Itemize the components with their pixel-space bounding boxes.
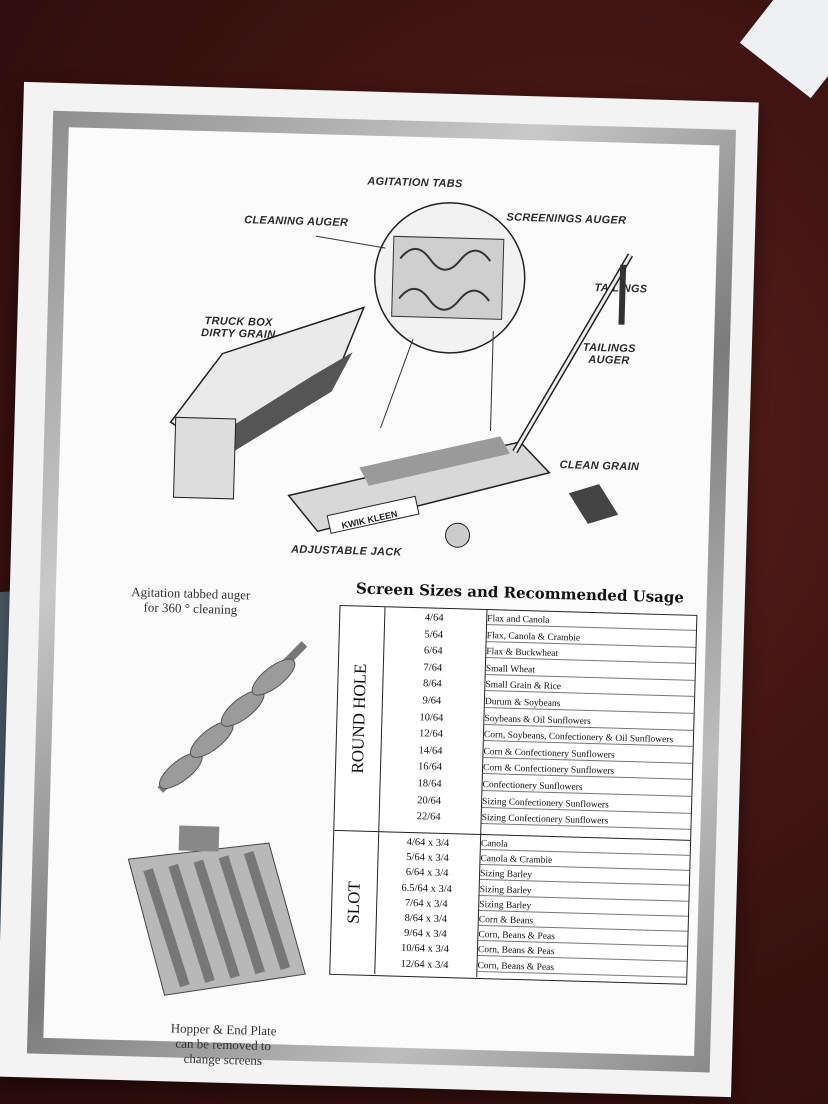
brochure-sheet: AGITATION TABS CLEANING AUGER SCREENINGS… — [0, 81, 759, 1098]
screen-size: 18/64 — [417, 778, 442, 790]
screen-size: 7/64 — [423, 662, 443, 674]
screen-size: 9/64 — [422, 695, 442, 707]
slot-side-label: SLOT — [330, 830, 380, 975]
recommended-usage: Confectionery Sunflowers — [482, 780, 692, 797]
round-hole-side-label: ROUND HOLE — [334, 605, 386, 832]
screen-size: 4/64 — [424, 612, 444, 624]
screen-size: 10/64 x 3/4 — [400, 943, 450, 956]
grain-cleaner-illustration: KWIK KLEEN — [169, 202, 634, 548]
recommended-usage: Sizing Confectionery Sunflowers — [481, 796, 692, 814]
screen-size: 22/64 — [416, 811, 441, 824]
screen-size: 4/64 x 3/4 — [406, 836, 450, 850]
sheet-content: AGITATION TABS CLEANING AUGER SCREENINGS… — [43, 127, 720, 1068]
background-paper-corner — [739, 0, 828, 99]
recommended-usage: Flax & Buckwheat — [486, 647, 696, 665]
screen-size: 7/64 x 3/4 — [404, 897, 448, 910]
screen-size: 6/64 x 3/4 — [405, 867, 449, 880]
screen-size: 8/64 x 3/4 — [404, 912, 448, 926]
screen-size: 6/64 — [423, 645, 443, 658]
recommended-usage: Canola — [480, 838, 690, 856]
table-title: Screen Sizes and Recommended Usage — [355, 579, 685, 607]
caption-auger: Agitation tabbed auger for 360 ° cleanin… — [131, 584, 251, 618]
recommended-usage: Corn, Soybeans, Confectionery & Oil Sunf… — [483, 730, 694, 748]
recommended-usage: Flax and Canola — [487, 614, 697, 631]
recommended-usage: Flax, Canola & Crambie — [486, 630, 696, 648]
recommended-usage: Small Wheat — [485, 663, 695, 681]
screen-size: 10/64 — [419, 711, 444, 724]
recommended-usage: Corn & Confectionery Sunflowers — [483, 746, 693, 764]
screen-size: 20/64 — [417, 794, 442, 807]
round-hole-section: ROUND HOLE 4/64 Flax and Canola 5/64 Flax, … — [334, 605, 697, 841]
screen-size: 12/64 x 3/4 — [400, 958, 449, 971]
recommended-usage: Durum & Soybeans — [484, 697, 694, 714]
recommended-usage: Sizing Confectionery Sunflowers — [481, 813, 691, 831]
screen-size: 14/64 — [418, 745, 443, 757]
screen-sizes-table: ROUND HOLE 4/64 Flax and Canola 5/64 Flax, … — [329, 604, 698, 985]
screen-size: 16/64 — [417, 761, 443, 774]
auger-photo — [157, 641, 308, 793]
screen-size: 9/64 x 3/4 — [403, 928, 447, 941]
screen-size: 5/64 — [424, 628, 444, 641]
screen-size: 8/64 — [422, 678, 442, 691]
sheet-border-frame: AGITATION TABS CLEANING AUGER SCREENINGS… — [26, 110, 736, 1073]
recommended-usage: Soybeans & Oil Sunflowers — [484, 713, 694, 731]
screen-size: 6.5/64 x 3/4 — [401, 882, 453, 895]
recommended-usage: Corn & Confectionery Sunflowers — [482, 763, 693, 781]
screen-size: 12/64 — [418, 728, 444, 741]
recommended-usage: Small Grain & Rice — [485, 680, 695, 698]
screen-size: 5/64 x 3/4 — [406, 852, 449, 865]
hopper-screens-photo — [127, 825, 306, 996]
caption-hopper: Hopper & End Plate can be removed to cha… — [170, 1020, 277, 1068]
